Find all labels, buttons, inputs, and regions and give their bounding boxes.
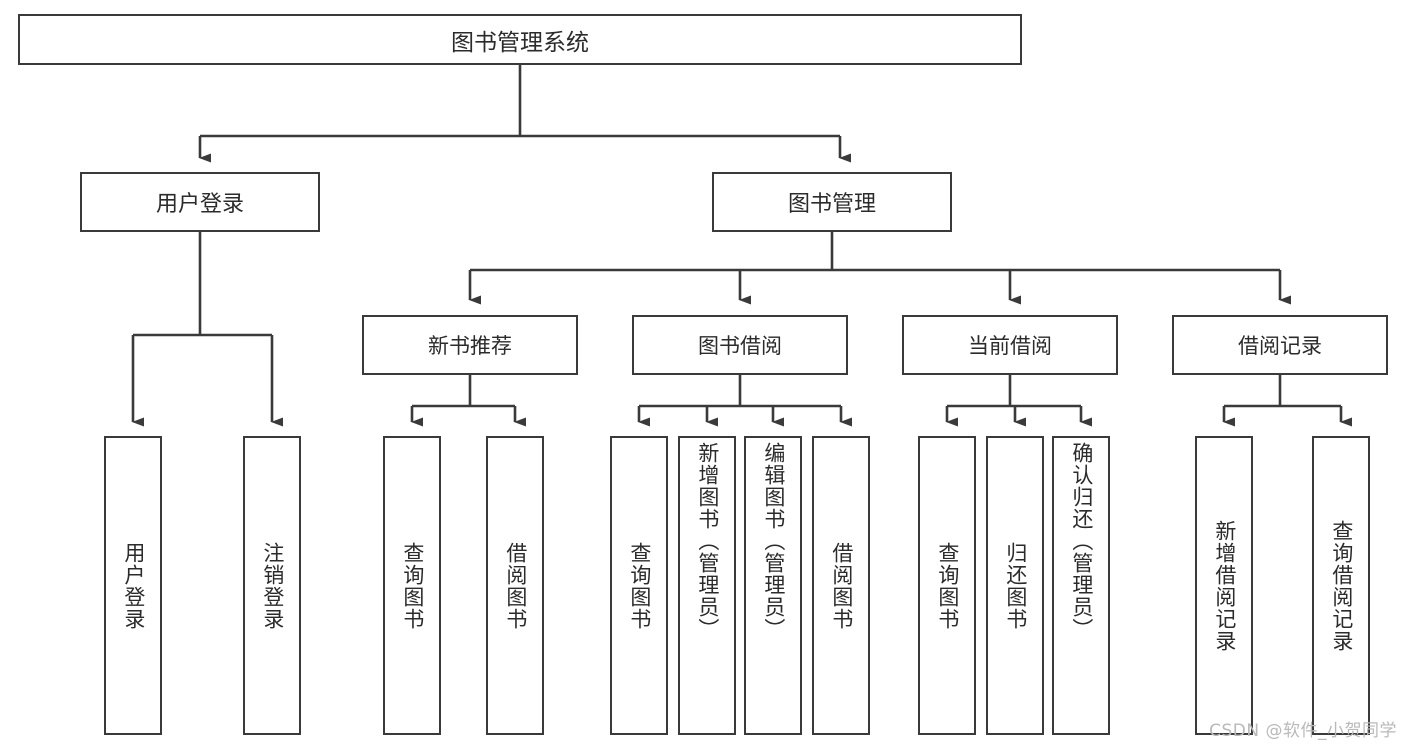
leaf-borrow-add-book-admin[interactable]: 新增图书（管理员） [678,436,736,735]
node-current-borrow[interactable]: 当前借阅 [902,315,1118,375]
leaf-borrow-edit-book-admin[interactable]: 编辑图书（管理员） [744,436,802,735]
leaf-user-login-logout[interactable]: 注销登录 [243,436,301,735]
leaf-borrow-query-book[interactable]: 查询图书 [610,436,668,735]
leaf-current-query-book[interactable]: 查询图书 [918,436,976,735]
leaf-current-return-book[interactable]: 归还图书 [986,436,1044,735]
leaf-current-confirm-return-admin[interactable]: 确认归还（管理员） [1052,436,1110,735]
node-book-management[interactable]: 图书管理 [712,172,952,232]
watermark: CSDN @软件_小贺同学 [1209,721,1397,741]
leaf-recommend-query-book[interactable]: 查询图书 [383,436,441,735]
leaf-record-add-record[interactable]: 新增借阅记录 [1195,436,1253,735]
node-user-login[interactable]: 用户登录 [80,172,320,232]
node-borrow-record[interactable]: 借阅记录 [1172,315,1388,375]
node-book-borrow[interactable]: 图书借阅 [632,315,848,375]
leaf-borrow-borrow-book[interactable]: 借阅图书 [812,436,870,735]
node-new-book-recommend[interactable]: 新书推荐 [362,315,578,375]
leaf-user-login-login[interactable]: 用户登录 [104,436,162,735]
leaf-record-query-record[interactable]: 查询借阅记录 [1312,436,1370,735]
node-root-system[interactable]: 图书管理系统 [18,14,1022,65]
leaf-recommend-borrow-book[interactable]: 借阅图书 [486,436,544,735]
